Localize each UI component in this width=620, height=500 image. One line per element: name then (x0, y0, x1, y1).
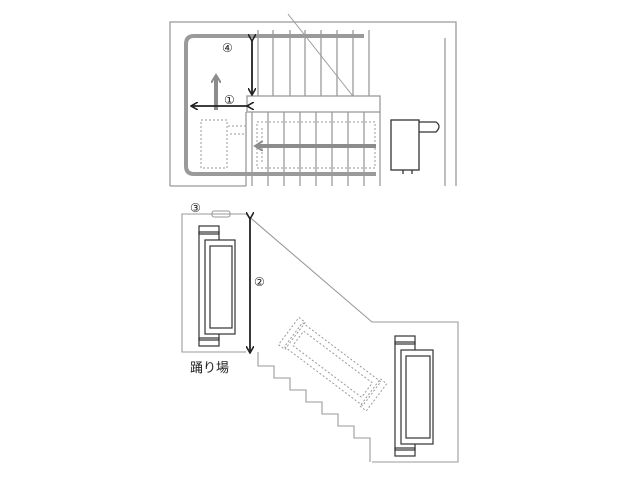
top-handrail (184, 34, 376, 176)
top-plan-view (169, 13, 457, 187)
side-landing-outline (181, 213, 246, 353)
side-stair-steps (257, 352, 371, 462)
landing-label: 踊り場 (190, 361, 229, 376)
top-dotted-chair-landing (200, 119, 247, 169)
top-outer-wall (169, 21, 457, 186)
top-stair-treads-upper (257, 30, 370, 96)
marker-1: ① (224, 93, 235, 107)
top-chair-bottom (390, 119, 440, 174)
top-dimension-arrows (192, 40, 252, 106)
top-stair-treads-lower (245, 112, 381, 186)
top-center-wall (246, 95, 381, 113)
marker-3: ③ (190, 201, 201, 215)
marker-4: ④ (222, 41, 233, 55)
side-elevation-view (181, 210, 459, 463)
top-break-line (287, 13, 357, 101)
side-dotted-chair-stair (277, 316, 388, 412)
side-chair-bottom (394, 335, 434, 457)
marker-2: ② (254, 275, 265, 289)
side-chair-landing (198, 225, 236, 347)
side-upper-diagonal (245, 213, 459, 463)
side-small-rail-end (211, 210, 231, 218)
